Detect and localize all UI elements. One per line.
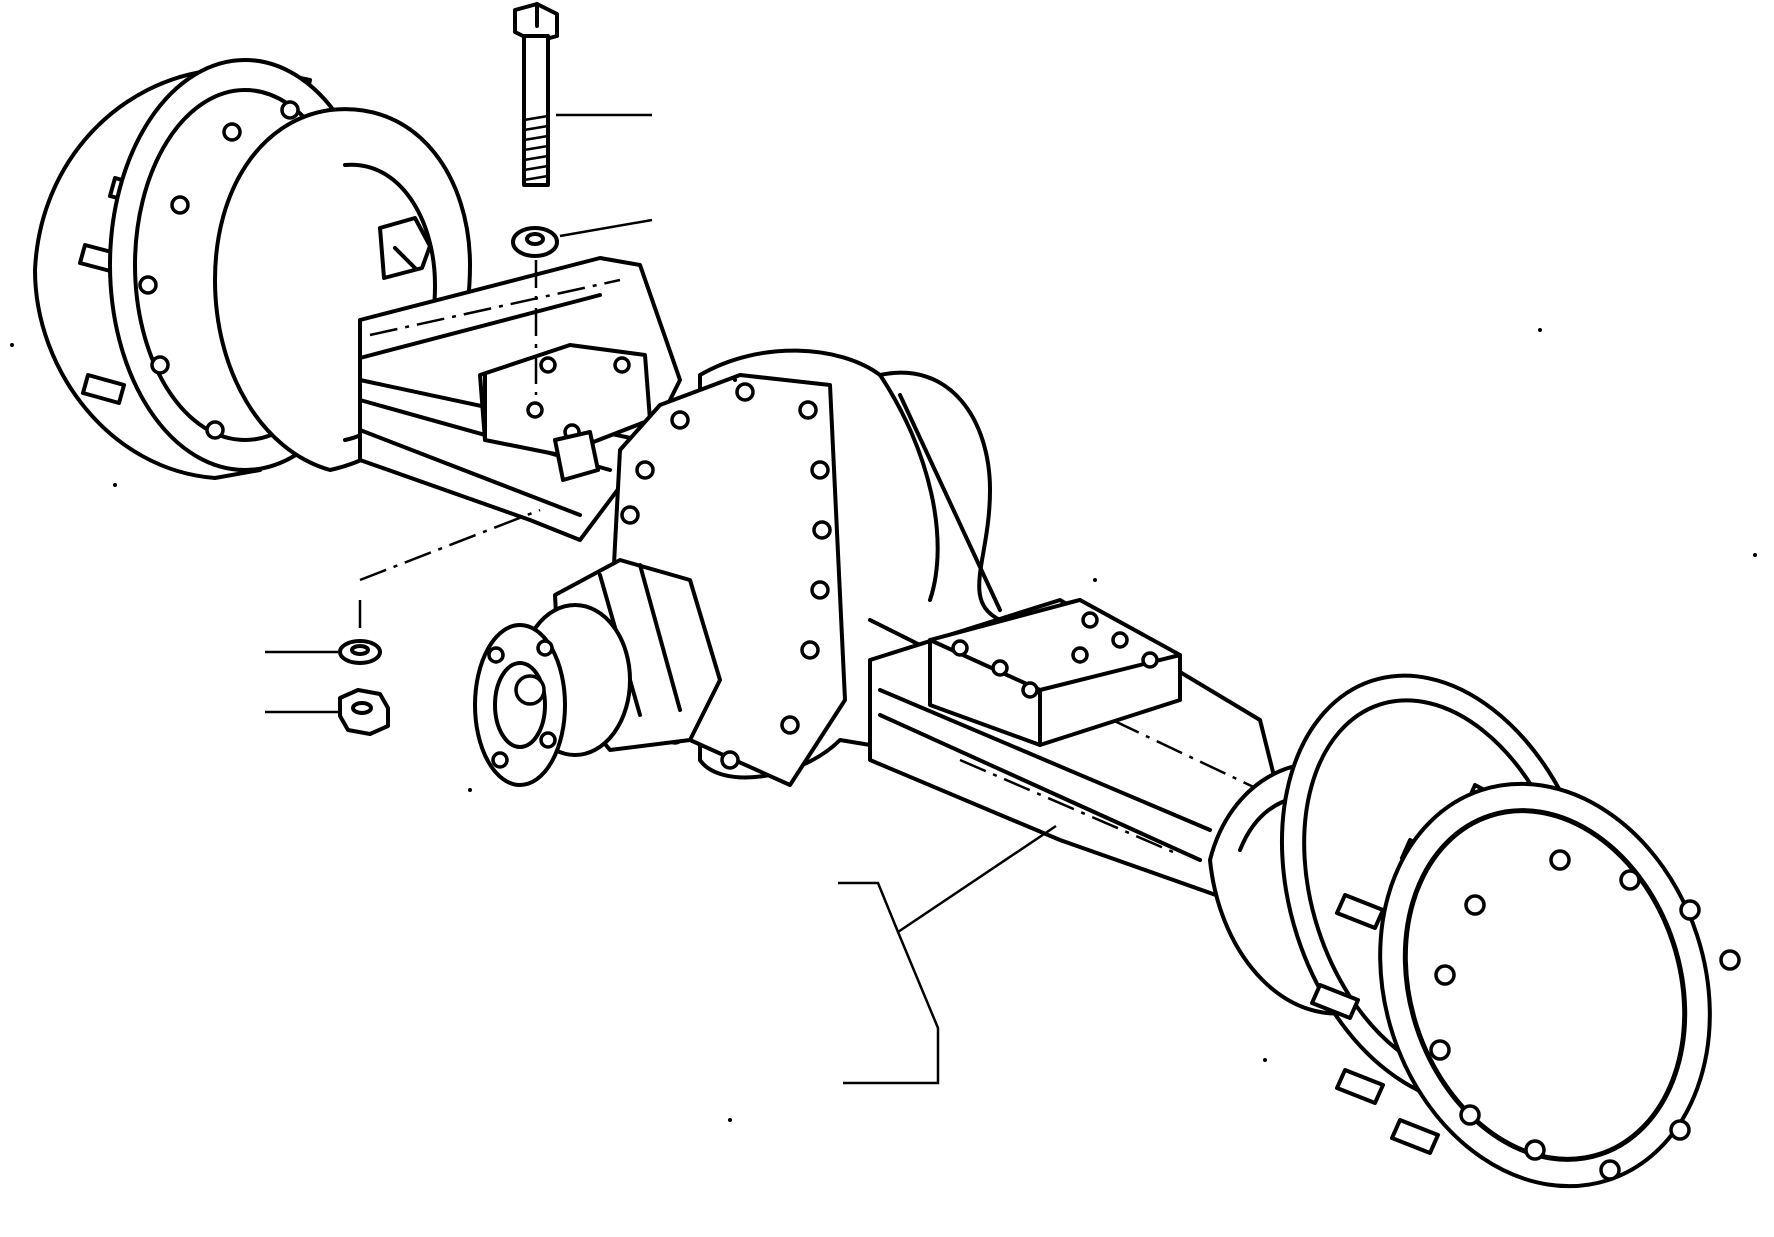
flat-washer [511,226,559,258]
bolt-thread [522,114,550,182]
scan-specks [10,328,1757,1122]
cover-bolt-holes [620,382,832,770]
assembly-centerlines [358,260,541,630]
hex-nut [338,688,390,736]
left-axle-tube [358,256,682,542]
callout-bracket-axle-assembly [838,824,1057,1085]
pinion-yoke [473,558,722,787]
callout-leader-flat-washer [559,218,653,238]
right-wheel-hub [1208,673,1741,1189]
hex-bolt [513,2,559,187]
right-drum-holes [1429,849,1741,1181]
lock-washer [338,639,382,665]
right-axle-tube [868,598,1282,902]
